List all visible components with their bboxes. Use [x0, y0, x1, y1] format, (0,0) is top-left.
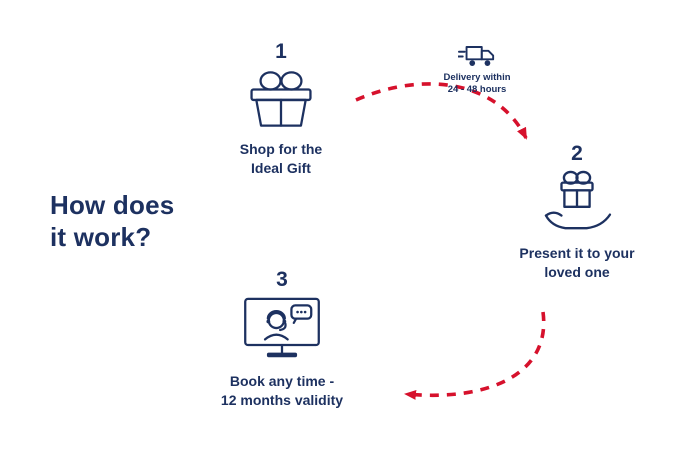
support-monitor-icon	[242, 296, 322, 362]
step-3-label: Book any time - 12 months validity	[220, 373, 344, 408]
step-2-present: 2 Present it to your loved one	[510, 142, 644, 282]
delivery-badge: Delivery within 24 - 48 hours	[423, 44, 531, 97]
step-1-number: 1	[275, 40, 287, 63]
step-3-number: 3	[276, 268, 288, 291]
step-1-shop: 1 Shop for the Ideal Gift	[214, 40, 348, 178]
page-title: How does it work?	[50, 190, 175, 252]
delivery-truck-icon	[457, 44, 496, 69]
step-2-number: 2	[571, 142, 583, 165]
gift-box-icon	[243, 68, 319, 130]
step-1-label: Shop for the Ideal Gift	[239, 141, 323, 176]
step-3-book: 3 Book any time - 12 months validity	[212, 268, 352, 410]
delivery-badge-label: Delivery within 24 - 48 hours	[443, 72, 511, 96]
hand-gift-icon	[538, 170, 616, 234]
dashed-arrow-step2-to-step3	[404, 311, 546, 400]
step-2-label: Present it to your loved one	[519, 245, 635, 280]
